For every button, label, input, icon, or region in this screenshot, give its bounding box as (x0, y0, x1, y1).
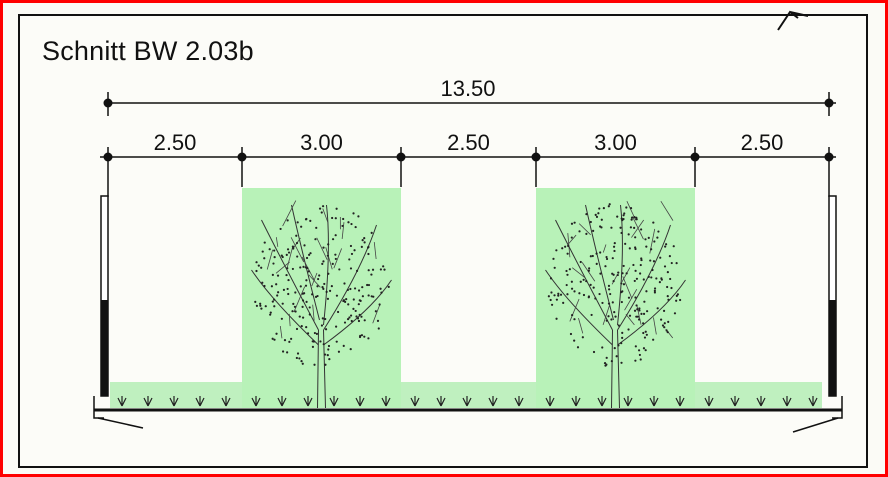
right-slope-line (792, 417, 839, 433)
grass-icon (251, 396, 391, 407)
section-structure (93, 195, 843, 433)
grass-icon (545, 396, 685, 407)
left-slope-line (97, 417, 144, 429)
segment-dimension-label: 2.50 (741, 130, 784, 155)
dimension-node (396, 152, 406, 162)
tree-bed (536, 188, 695, 408)
planting-zones (110, 188, 822, 409)
segment-dimension-label: 3.00 (300, 130, 343, 155)
grass-icon (117, 396, 231, 407)
total-dimension: 13.50 (103, 76, 836, 116)
segment-dimension-label: 2.50 (154, 130, 197, 155)
drawing-title: Schnitt BW 2.03b (42, 36, 254, 66)
tree-icon (251, 200, 392, 409)
right-wall-base (829, 300, 836, 396)
dimension-node (690, 152, 700, 162)
left-wall-base (101, 300, 108, 396)
north-arrow-icon (777, 10, 809, 31)
grass-icon (704, 396, 818, 407)
dimension-node (531, 152, 541, 162)
segment-dimension-label: 2.50 (447, 130, 490, 155)
segment-dimensions: 2.50 3.00 2.50 3.00 2.50 (100, 130, 836, 197)
tree-icon (545, 200, 686, 409)
dimension-node (103, 152, 113, 162)
dimension-node (237, 152, 247, 162)
tree-bed (242, 188, 401, 408)
dimension-node (824, 152, 834, 162)
total-dimension-label: 13.50 (440, 76, 495, 101)
grass-icon (410, 396, 524, 407)
segment-dimension-label: 3.00 (594, 130, 637, 155)
